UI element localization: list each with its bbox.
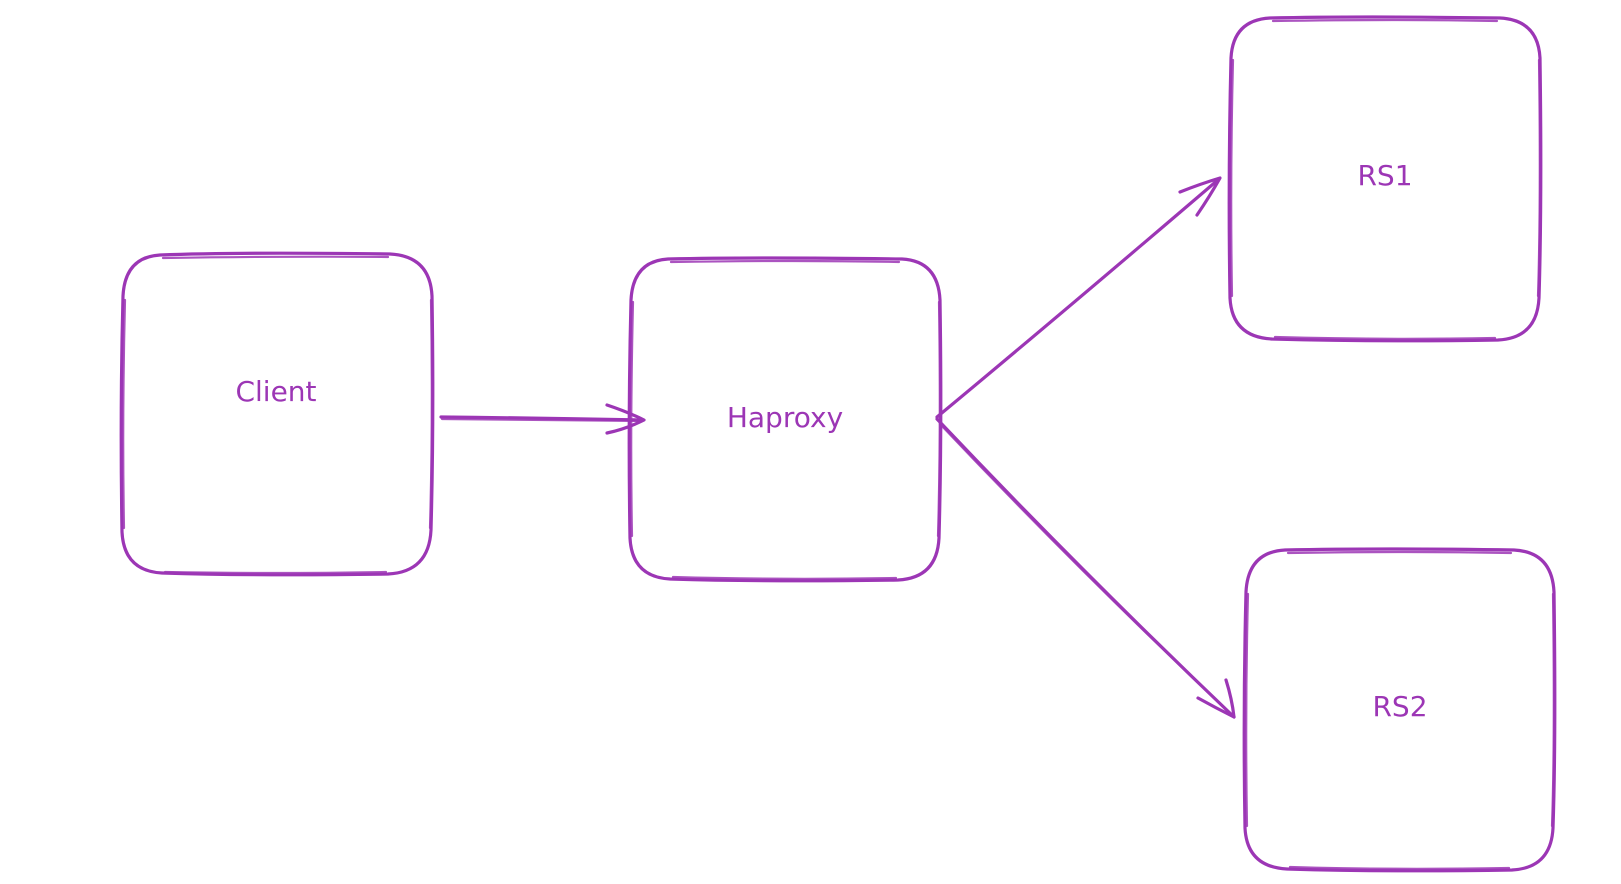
- edge-haproxy-to-rs2-line: [935, 417, 1236, 719]
- node-client-box: [119, 251, 435, 577]
- node-client[interactable]: Client: [119, 251, 435, 577]
- node-rs2-box-sketch: [1245, 550, 1555, 870]
- node-rs2-label: RS2: [1372, 690, 1427, 723]
- node-rs1-box: [1227, 15, 1543, 343]
- edge-client-to-haproxy[interactable]: [439, 403, 646, 435]
- edge-haproxy-to-rs2[interactable]: [935, 417, 1236, 719]
- edge-haproxy-to-rs2-line-sketch: [938, 422, 1234, 717]
- arrowhead-icon: [1196, 678, 1236, 719]
- node-haproxy-label: Haproxy: [727, 401, 843, 434]
- edge-haproxy-to-rs1[interactable]: [935, 176, 1222, 419]
- node-rs1-label: RS1: [1357, 159, 1412, 192]
- node-rs1-box-sketch: [1230, 18, 1541, 340]
- arrowhead-icon: [1178, 176, 1222, 217]
- node-client-label: Client: [235, 375, 316, 408]
- edge-client-to-haproxy-line-sketch: [440, 417, 643, 423]
- node-haproxy[interactable]: Haproxy: [627, 256, 943, 583]
- edge-client-to-haproxy-line: [439, 415, 645, 422]
- node-rs2[interactable]: RS2: [1242, 547, 1557, 873]
- node-haproxy-box: [627, 256, 943, 583]
- node-rs1[interactable]: RS1: [1227, 15, 1543, 343]
- arrowhead-icon: [605, 403, 646, 435]
- edge-haproxy-to-rs1-line: [935, 177, 1221, 419]
- node-rs2-box: [1242, 547, 1557, 873]
- node-client-box-sketch: [122, 255, 433, 575]
